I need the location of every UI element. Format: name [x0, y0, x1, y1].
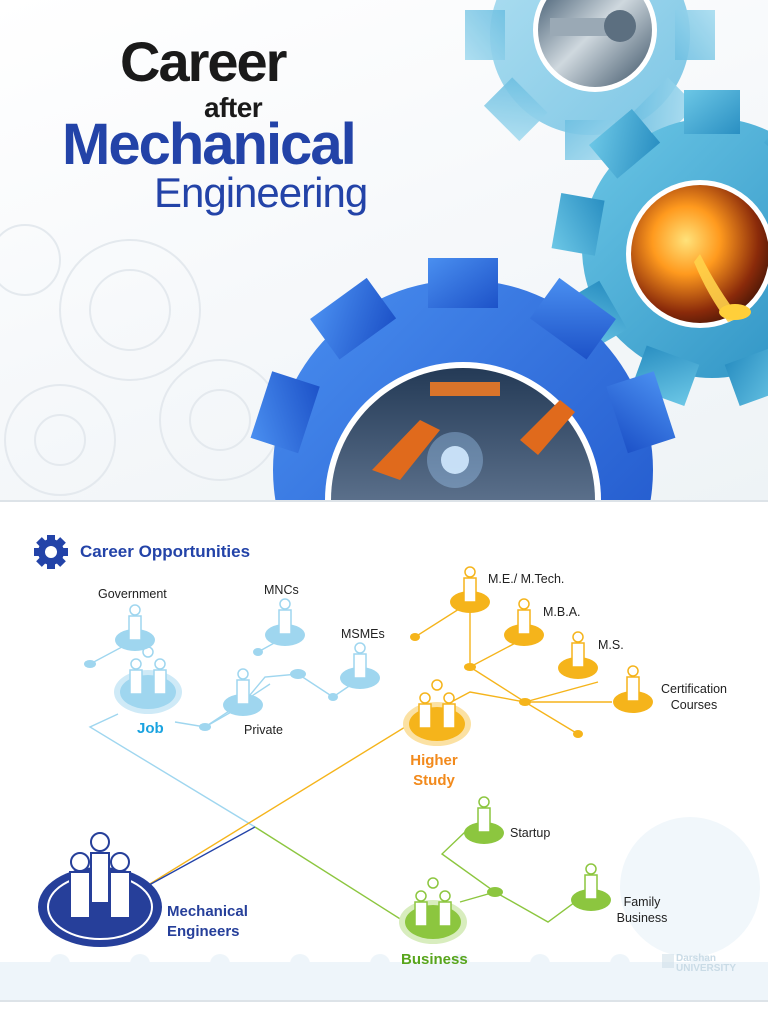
hero-title-after: after — [204, 92, 263, 123]
hero-banner: Career after Mechanical Engineering — [0, 0, 768, 500]
label-msmes: MSMEs — [341, 627, 385, 641]
business-person-group-icon — [399, 877, 467, 944]
family-business-person-icon — [571, 863, 611, 911]
background-gear-band-icon — [0, 817, 768, 1000]
section-gear-icon — [34, 535, 68, 569]
connector-business-branches — [440, 831, 576, 923]
higher-study-person-group-icon — [403, 679, 471, 746]
label-me-mtech: M.E./ M.Tech. — [488, 572, 565, 586]
label-private: Private — [244, 723, 283, 737]
mechanical-engineers-person-group-icon — [38, 832, 162, 947]
light-blue-gear-icon — [465, 0, 715, 160]
connector-root-job — [88, 713, 256, 828]
bottom-strip — [0, 1002, 768, 1024]
label-family-business: Family Business — [616, 895, 668, 925]
mba-person-icon — [504, 598, 544, 646]
label-higher-study: Higher Study — [410, 752, 458, 789]
hero-title-engineering: Engineering — [154, 169, 368, 216]
higher-connector-dots — [410, 633, 583, 738]
job-person-group-icon — [114, 646, 182, 714]
label-business: Business — [401, 951, 468, 968]
label-mncs: MNCs — [264, 583, 299, 597]
me-mtech-person-icon — [450, 566, 490, 613]
label-job: Job — [137, 720, 164, 737]
label-mechanical-engineers: Mechanical Engineers — [167, 903, 248, 940]
section-divider-bottom — [0, 1000, 768, 1002]
label-startup: Startup — [510, 826, 551, 840]
label-certification-courses: Certification Courses — [661, 682, 727, 712]
career-opportunities-section: Career Opportunities Government MNCs MSM… — [0, 502, 768, 1000]
label-ms: M.S. — [598, 638, 624, 652]
connector-root-business — [254, 826, 406, 923]
startup-person-icon — [464, 796, 504, 844]
private-person-icon — [223, 668, 263, 716]
label-government: Government — [98, 587, 167, 601]
gear-artwork — [0, 0, 768, 500]
mncs-person-icon — [265, 598, 305, 646]
darshan-university-logo-icon — [662, 954, 674, 968]
label-mba: M.B.A. — [543, 605, 581, 619]
government-person-icon — [115, 604, 155, 651]
hero-title-mechanical: Mechanical — [62, 112, 357, 177]
watermark-text: Darshan UNIVERSITY — [676, 953, 737, 974]
hero-title-career: Career — [120, 30, 287, 93]
teal-gear-icon — [551, 90, 768, 407]
certification-person-icon — [613, 665, 653, 713]
connector-root-navy — [139, 826, 256, 891]
job-connector-dots — [84, 648, 338, 731]
career-tree-diagram — [0, 535, 768, 1000]
msmes-person-icon — [340, 642, 380, 689]
business-connector-dots — [487, 887, 503, 897]
blue-gear-icon — [250, 258, 676, 500]
ms-person-icon — [558, 631, 598, 679]
background-gear-icon — [0, 224, 281, 496]
connector-root-higher — [139, 723, 411, 891]
section-divider-top — [0, 500, 768, 502]
section-title: Career Opportunities — [80, 542, 251, 561]
